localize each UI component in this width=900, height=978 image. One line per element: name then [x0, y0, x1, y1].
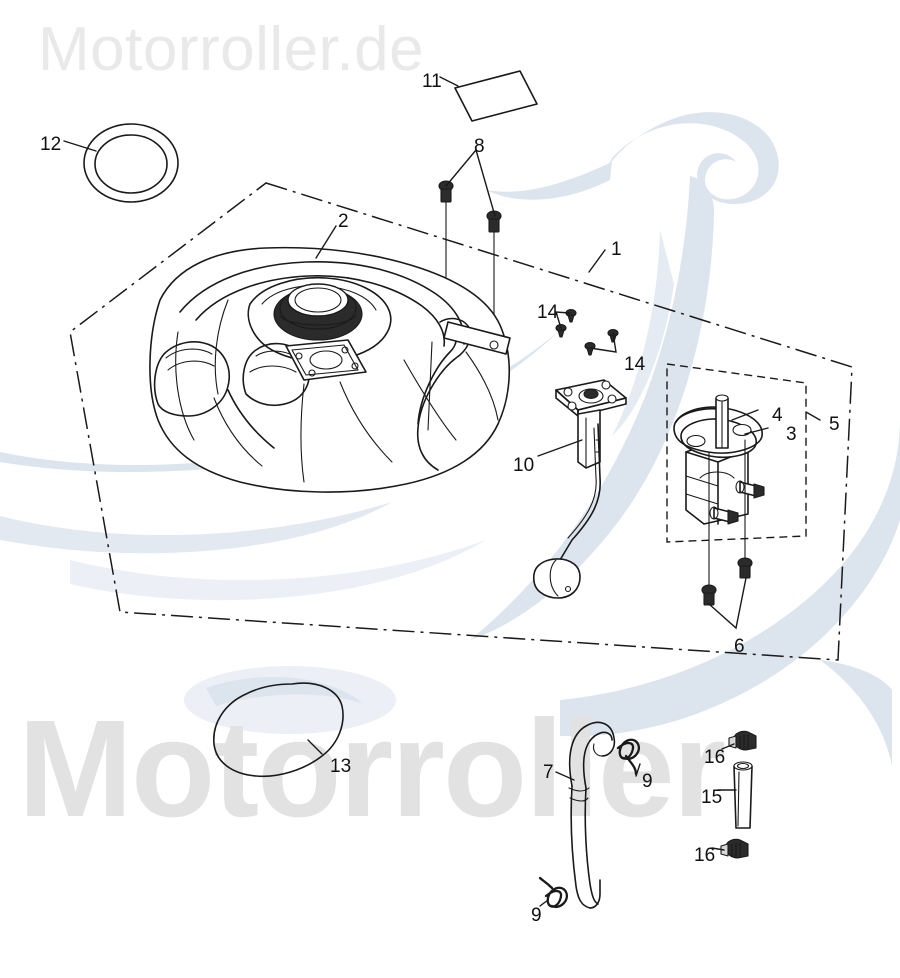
callout-10: 10: [513, 455, 535, 476]
part-13-gasket: [213, 682, 344, 778]
leader-12: [63, 140, 97, 152]
group-1-boundary: [69, 182, 853, 661]
part-11-cushion-pad: [454, 70, 538, 122]
callout-5: 5: [829, 414, 840, 435]
callout-2: 2: [338, 211, 349, 232]
leader-10: [537, 439, 583, 457]
part-16-worm-clamps: [711, 730, 757, 859]
part-6-bolts: [701, 439, 753, 630]
leader-11: [439, 76, 459, 87]
callout-13: 13: [330, 756, 352, 777]
part-3-4-fuel-pump: [673, 394, 769, 525]
leader-2: [315, 225, 337, 259]
callout-11: 11: [422, 71, 442, 92]
part-12-seal-ring: [83, 123, 179, 203]
callout-14-upper: 14: [537, 302, 559, 323]
watermark-top-text: Motorroller.de: [38, 15, 425, 84]
callout-12: 12: [40, 134, 62, 155]
part-10-fuel-sender: [532, 379, 627, 599]
part-14-screws: [555, 309, 619, 356]
leader-13: [307, 739, 323, 755]
callout-6: 6: [734, 636, 745, 657]
callout-7: 7: [543, 762, 554, 783]
part-9-spring-clamps: [538, 738, 641, 909]
part-2-fuel-tank: [149, 246, 511, 493]
callout-14-lower: 14: [624, 354, 646, 375]
part-7-fuel-hose: [568, 721, 616, 909]
callout-16-upper: 16: [704, 747, 726, 768]
callout-9-lower: 9: [531, 905, 542, 926]
leader-1: [588, 249, 606, 273]
leader-7: [555, 771, 575, 781]
part-15-connector-tube: [733, 761, 753, 829]
callout-15: 15: [701, 787, 723, 808]
callout-4: 4: [772, 405, 783, 426]
leader-5: [805, 411, 821, 421]
watermark-bottom-text: Motorroller: [18, 692, 726, 846]
callout-3: 3: [786, 424, 797, 445]
part-5-pump-group-box: [666, 363, 807, 543]
callout-1: 1: [611, 239, 622, 260]
callout-8: 8: [474, 136, 485, 157]
callout-9-upper: 9: [642, 771, 653, 792]
callout-16-lower: 16: [694, 845, 716, 866]
